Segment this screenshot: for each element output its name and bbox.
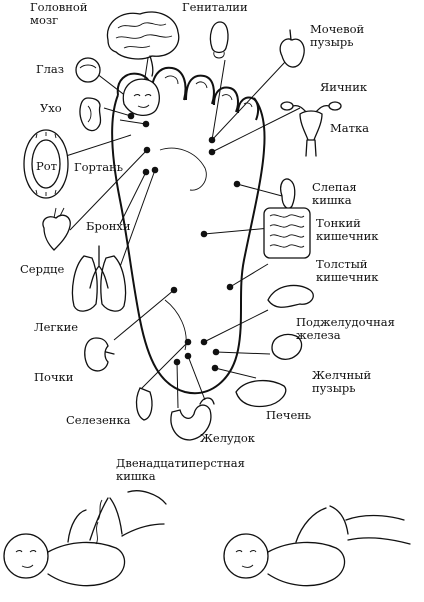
label-kidneys-line: Почки [34,370,74,384]
label-genitals-line: Гениталии [182,0,248,14]
label-spleen: Селезенка [66,413,131,427]
kidney-illustration [84,337,115,372]
label-genitals: Гениталии [182,0,248,14]
label-large-intestine-line: кишечник [316,270,379,284]
label-mouth: Рот [36,159,57,173]
label-cecum-line: Слепая [312,180,357,194]
label-bronchi-line: Бронхи [86,219,131,233]
infant-sketch-right [223,505,411,587]
mouth-illustration [23,129,69,199]
label-larynx-line: Гортань [74,160,123,174]
label-eye: Глаз [36,62,64,76]
label-mouth-line: Рот [36,159,57,173]
label-bladder-line: Мочевой [310,22,365,36]
uterus-illustration [299,110,323,157]
label-uterus-line: Матка [330,121,369,135]
label-cecum-line: кишка [312,193,352,207]
label-kidneys: Почки [34,370,74,384]
infant-sketch-left [3,490,167,587]
label-lungs-line: Легкие [34,320,78,334]
gallbladder-illustration [271,333,303,360]
spleen-illustration [135,387,153,421]
child-head-illustration [122,78,160,116]
eye-illustration [75,57,101,83]
large-intestine-illustration [267,284,314,308]
small-intestine-illustration [263,207,311,259]
label-ovary-line: Яичник [320,80,368,94]
stomach-illustration [170,397,215,441]
label-gallbladder-line: Желчный [312,368,371,382]
label-small-intestine-line: Тонкий [316,216,361,230]
label-duodenum-line: Двенадцатиперстная [116,456,245,470]
label-stomach: Желудок [200,431,256,445]
label-large-intestine-line: Толстый [316,257,368,271]
label-liver-line: Печень [266,408,311,422]
ear-illustration [79,97,102,132]
foot-outline [111,66,266,395]
label-brain-line: Головной [30,0,88,14]
label-eye-line: Глаз [36,62,64,76]
label-pancreas-line: железа [296,328,341,342]
label-stomach-line: Желудок [200,431,256,445]
lungs-illustration [71,245,127,312]
label-ear-line: Ухо [40,101,62,115]
heart-illustration [42,207,71,251]
label-ovary: Яичник [320,80,368,94]
reflex-points [127,96,241,372]
label-heart-line: Сердце [20,262,64,276]
label-spleen-line: Селезенка [66,413,131,427]
label-bladder-line: пузырь [310,35,353,49]
label-duodenum-line: кишка [116,469,156,483]
label-larynx: Гортань [74,160,123,174]
label-pancreas-line: Поджелудочная [296,315,395,329]
label-brain-line: мозг [30,13,58,27]
label-lungs: Легкие [34,320,78,334]
label-gallbladder-line: пузырь [312,381,355,395]
cecum-illustration [280,178,296,210]
ovary-illustration [280,101,342,117]
liver-illustration [235,380,287,408]
label-bronchi: Бронхи [86,219,131,233]
genitals-illustration [209,21,229,59]
label-liver: Печень [266,408,311,422]
bladder-illustration [279,29,305,68]
label-heart: Сердце [20,262,64,276]
label-small-intestine-line: кишечник [316,229,379,243]
label-ear: Ухо [40,101,62,115]
label-uterus: Матка [330,121,369,135]
brain-illustration [106,11,180,77]
